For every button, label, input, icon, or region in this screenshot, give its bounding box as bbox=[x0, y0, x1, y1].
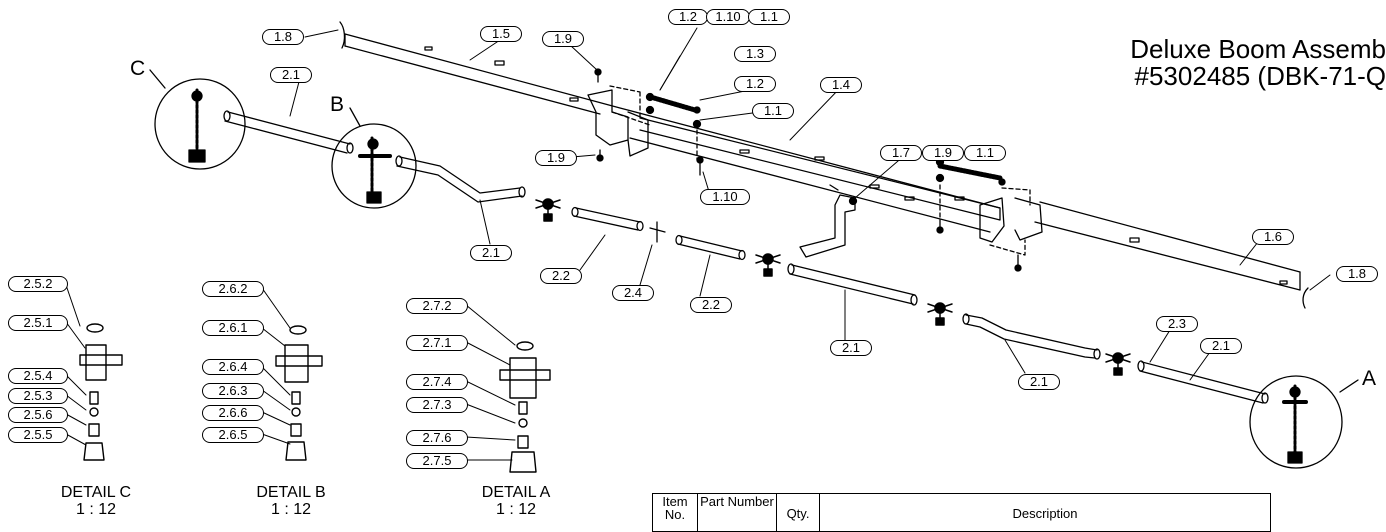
callout-2-1: 2.1 bbox=[1200, 338, 1242, 354]
callout-2-7-5: 2.7.5 bbox=[406, 453, 468, 469]
spray-pipes bbox=[223, 110, 1269, 404]
callout-1-9: 1.9 bbox=[535, 150, 577, 166]
end-hook-right bbox=[1302, 287, 1309, 309]
callout-1-6: 1.6 bbox=[1252, 229, 1294, 245]
callout-2-7-3: 2.7.3 bbox=[406, 397, 468, 413]
callout-2-4: 2.4 bbox=[612, 285, 654, 301]
callout-2-2: 2.2 bbox=[690, 297, 732, 313]
detail-a-nozzle bbox=[499, 341, 551, 473]
callout-1-9: 1.9 bbox=[922, 145, 964, 161]
callout-2-1: 2.1 bbox=[1018, 374, 1060, 390]
callout-2-5-1: 2.5.1 bbox=[8, 315, 68, 331]
detail-b-scale: 1 : 12 bbox=[270, 501, 312, 518]
callout-2-7-4: 2.7.4 bbox=[406, 374, 468, 390]
callout-1-4: 1.4 bbox=[820, 77, 862, 93]
hinge-bracket-right bbox=[979, 187, 1043, 256]
callout-1-5: 1.5 bbox=[480, 26, 522, 42]
callout-1-1: 1.1 bbox=[964, 145, 1006, 161]
callout-1-8: 1.8 bbox=[262, 29, 304, 45]
callout-2-5-3: 2.5.3 bbox=[8, 388, 68, 404]
callout-1-10: 1.10 bbox=[706, 9, 750, 25]
callout-2-6-4: 2.6.4 bbox=[202, 359, 264, 375]
callout-2-6-6: 2.6.6 bbox=[202, 405, 264, 421]
detail-circle-a bbox=[1249, 375, 1359, 469]
callout-2-1: 2.1 bbox=[270, 67, 312, 83]
spring-lower bbox=[937, 163, 1003, 181]
drawing-title-line-2: #5302485 (DBK-71-Q bbox=[1134, 61, 1386, 91]
callout-1-9: 1.9 bbox=[542, 31, 584, 47]
leader-lines bbox=[65, 27, 1331, 461]
detail-circle-b bbox=[331, 107, 417, 209]
detail-b-name: DETAIL B bbox=[256, 484, 326, 501]
mounting-bracket bbox=[799, 194, 856, 258]
detail-a-scale: 1 : 12 bbox=[495, 501, 537, 518]
detail-b-caption: DETAIL B 1 : 12 bbox=[221, 484, 361, 518]
detail-c-scale: 1 : 12 bbox=[75, 501, 117, 518]
hinge-bracket-left bbox=[587, 85, 651, 157]
callout-2-1: 2.1 bbox=[470, 245, 512, 261]
detail-letter-a: A bbox=[1362, 367, 1377, 390]
right-boom-bar bbox=[1034, 201, 1301, 291]
detail-letter-b: B bbox=[330, 93, 345, 116]
callout-2-5-4: 2.5.4 bbox=[8, 368, 68, 384]
callout-1-7: 1.7 bbox=[880, 145, 922, 161]
center-boom-bar bbox=[344, 33, 1001, 233]
callout-1-10: 1.10 bbox=[700, 189, 750, 205]
callout-1-2: 1.2 bbox=[734, 76, 776, 92]
callout-1-8: 1.8 bbox=[1336, 266, 1378, 282]
callout-2-7-1: 2.7.1 bbox=[406, 335, 468, 351]
end-hook-left bbox=[339, 21, 346, 49]
callout-1-1: 1.1 bbox=[748, 9, 790, 25]
inline-nozzles bbox=[535, 198, 1131, 376]
spring-upper bbox=[651, 95, 698, 113]
callout-2-2: 2.2 bbox=[540, 268, 582, 284]
callout-2-6-5: 2.6.5 bbox=[202, 427, 264, 443]
drawing-title-line-1: Deluxe Boom Assemb bbox=[1130, 34, 1386, 64]
callout-2-5-2: 2.5.2 bbox=[8, 276, 68, 292]
callout-2-6-3: 2.6.3 bbox=[202, 383, 264, 399]
callout-2-6-2: 2.6.2 bbox=[202, 281, 264, 297]
detail-letter-c: C bbox=[130, 57, 146, 80]
callout-1-2: 1.2 bbox=[668, 9, 708, 25]
callout-2-3: 2.3 bbox=[1156, 316, 1198, 332]
parts-list-table: Item No. Part Number Qty. Description bbox=[652, 493, 1271, 532]
callout-2-5-6: 2.5.6 bbox=[8, 407, 68, 423]
callout-1-1: 1.1 bbox=[752, 103, 794, 119]
detail-c-caption: DETAIL C 1 : 12 bbox=[26, 484, 166, 518]
detail-a-name: DETAIL A bbox=[481, 484, 551, 501]
detail-circle-c bbox=[149, 69, 246, 170]
detail-a-caption: DETAIL A 1 : 12 bbox=[446, 484, 586, 518]
callout-2-5-5: 2.5.5 bbox=[8, 427, 68, 443]
callout-1-3: 1.3 bbox=[734, 46, 776, 62]
callout-2-7-2: 2.7.2 bbox=[406, 298, 468, 314]
callout-2-6-1: 2.6.1 bbox=[202, 320, 264, 336]
detail-c-nozzle bbox=[79, 323, 123, 461]
detail-b-nozzle bbox=[275, 325, 323, 461]
callout-2-1: 2.1 bbox=[830, 340, 872, 356]
detail-c-name: DETAIL C bbox=[60, 484, 132, 501]
callout-2-7-6: 2.7.6 bbox=[406, 430, 468, 446]
